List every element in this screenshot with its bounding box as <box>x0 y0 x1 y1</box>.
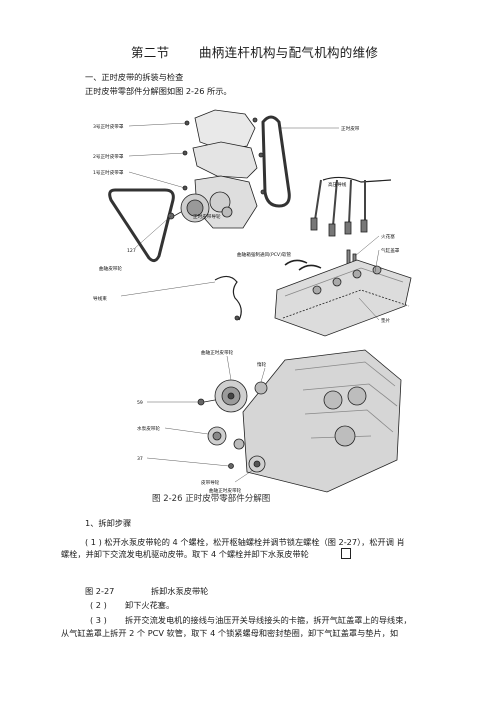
label-59: 59 <box>137 400 143 406</box>
label-37: 37 <box>137 456 143 462</box>
label-harness: 导线束 <box>93 295 107 302</box>
timing-belt-shape <box>261 115 291 208</box>
label-no3-cover: 3号正时皮带罩 <box>93 123 124 130</box>
label-127: 127 <box>127 248 136 254</box>
drive-belt-shape <box>108 188 175 263</box>
step-3-number: ( 3 ) <box>90 615 107 625</box>
label-cam-pulley: 曲轴正时皮带轮 <box>201 349 234 356</box>
placeholder-box <box>341 548 351 559</box>
label-water-pump-pulley: 水泵皮带轮 <box>137 425 160 432</box>
label-no1-cover: 1号正时皮带罩 <box>93 169 124 176</box>
steps-heading: 1、拆卸步骤 <box>85 518 132 528</box>
label-belt-guide-2: 皮带导轮 <box>201 479 220 486</box>
step-3-line-2: 从气缸盖罩上拆开 2 个 PCV 软管，取下 4 个锁紧螺母和密封垫圈，卸下气缸… <box>61 628 399 638</box>
label-crank-pulley: 曲轴皮带轮 <box>99 265 122 272</box>
step-2-number: ( 2 ) <box>90 600 107 610</box>
label-no2-cover: 2号正时皮带罩 <box>93 153 124 160</box>
subheading-timing-belt: 一、正时皮带的拆装与检查 <box>85 72 184 82</box>
figure-2-27-number: 图 2-27 <box>85 586 115 596</box>
engine-block-shape <box>242 349 402 493</box>
exploded-diagram-lower: 曲轴正时皮带轮 惰轮 59 水泵皮带轮 37 皮带导轮 曲轴正时皮带轮 <box>137 349 402 494</box>
step-3-line-1: 拆开交流发电机的接线与油压开关导线接头的卡箍，拆开气缸盖罩上的导线束， <box>125 615 412 625</box>
label-spark-plug: 火花塞 <box>381 233 395 240</box>
no3-cover-shape <box>194 109 256 151</box>
section-number: 第二节 <box>131 45 170 60</box>
figure-caption-2-26: 图 2-26 正时皮带零部件分解图 <box>152 494 271 504</box>
label-ht-wires: 高压导线 <box>328 181 347 188</box>
label-belt-guide: 正时皮带导轮 <box>193 213 221 220</box>
no2-cover-shape <box>192 141 258 179</box>
head-cover-shape <box>274 259 412 337</box>
step-1-line-1: ( 1 ) 松开水泵皮带轮的 4 个螺栓，松开枢轴螺栓并调节锁左螺栓（图 2-2… <box>85 537 405 547</box>
figure-2-27-title: 拆卸水泵皮带轮 <box>151 586 209 596</box>
intro-paragraph: 正时皮带零部件分解图如图 2-26 所示。 <box>85 86 232 96</box>
step-1-line-2: 螺栓，并卸下交流发电机驱动皮带。取下 4 个螺栓并卸下水泵皮带轮 <box>61 549 309 559</box>
label-timing-belt: 正时皮带 <box>341 125 360 132</box>
section-title: 曲柄连杆机构与配气机构的维修 <box>199 45 379 60</box>
exploded-diagram-upper: 3号正时皮带罩 2号正时皮带罩 1号正时皮带罩 正时皮带 高压导线 正时皮带导轮… <box>93 109 412 337</box>
label-pcv-hose: 曲轴箱强制通风(PCV)软管 <box>237 251 291 258</box>
label-idler: 惰轮 <box>257 361 267 368</box>
step-2-text: 卸下火花塞。 <box>125 600 175 610</box>
label-head-cover: 气缸盖罩 <box>381 247 400 254</box>
label-gasket: 垫片 <box>381 317 391 324</box>
label-crank-timing-pulley: 曲轴正时皮带轮 <box>209 487 242 494</box>
